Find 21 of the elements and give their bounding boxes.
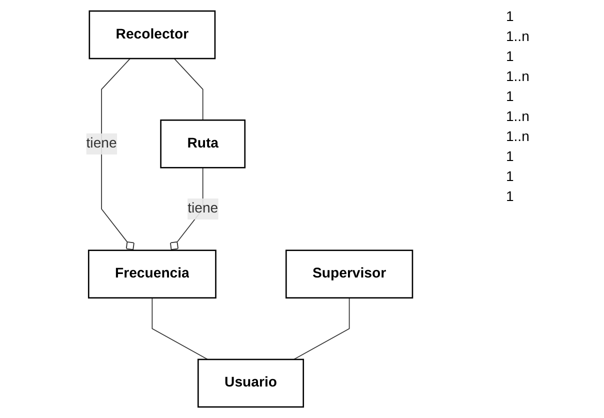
edge-label: tiene	[187, 201, 218, 216]
multiplicity-label: 1	[506, 48, 515, 64]
connector	[100, 58, 134, 251]
multiplicity-label: 1..n	[506, 68, 530, 84]
multiplicity-label: 1	[506, 8, 515, 24]
multiplicity-label: 1..n	[506, 28, 530, 44]
node-box: Frecuencia	[88, 250, 216, 299]
connector	[292, 297, 350, 360]
node-box: Recolector	[88, 10, 216, 60]
node-box: Ruta	[160, 119, 246, 168]
node-box: Supervisor	[285, 250, 413, 299]
multiplicity-label: 1	[506, 188, 515, 204]
multiplicity-label: 1	[506, 88, 515, 104]
node-box: Usuario	[197, 358, 304, 408]
multiplicity-label: 1	[506, 168, 515, 184]
edge-label: tiene	[86, 136, 116, 151]
multiplicity-label: 1..n	[506, 128, 530, 144]
multiplicity-label: 1	[506, 148, 515, 164]
connector	[173, 58, 203, 121]
connector	[151, 297, 208, 360]
multiplicity-label: 1..n	[506, 108, 530, 124]
